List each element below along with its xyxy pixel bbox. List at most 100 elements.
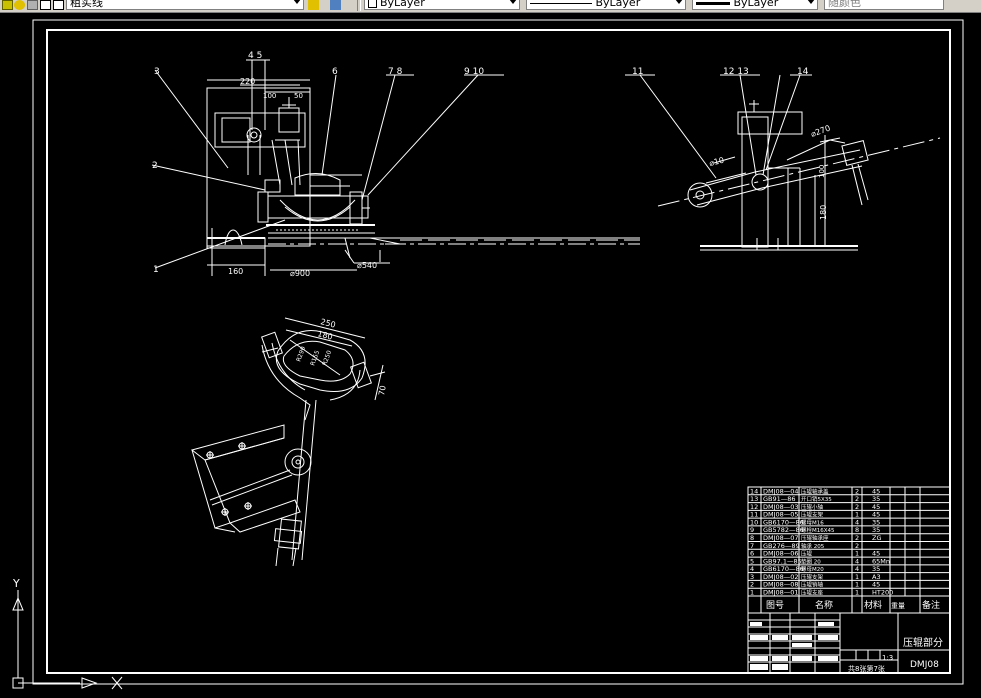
bom-row-name: 开口销5X35	[801, 495, 832, 503]
ucs-icon	[12, 590, 123, 690]
part-name: 压辊部分	[903, 636, 943, 649]
bom-row-number: 5	[750, 557, 754, 565]
bom-row-qty: 1	[855, 573, 859, 581]
bom-row-name: 压辊销轴	[801, 581, 824, 589]
bom-row-number: 12	[750, 503, 758, 511]
color-swatch-icon	[368, 0, 377, 8]
title-block-text: 压辊部分 DMJ08 1:3 共8张第7张	[848, 636, 943, 673]
side-view	[625, 74, 941, 251]
chevron-down-icon	[509, 0, 517, 4]
bom-row-material: 45	[872, 581, 880, 589]
callout-1: 3	[154, 67, 160, 77]
callout-4-5: 4 5	[248, 51, 262, 61]
color-square-icon[interactable]	[53, 0, 64, 10]
bom-row-name: 压辊支架	[801, 511, 824, 519]
bom-row-code: GB5782—86	[763, 526, 804, 534]
sheet-info: 共8张第7张	[848, 664, 885, 673]
drawing-canvas[interactable]: 3 2 1 4 5 6 7 8 9 10 11 12 13 14 220 100…	[0, 13, 981, 698]
bom-row-qty: 2	[855, 503, 859, 511]
dim-r290: R290	[295, 345, 307, 362]
callout-11: 11	[632, 67, 643, 77]
bom-row-material: 35	[872, 518, 880, 526]
bom-row-number: 10	[750, 518, 758, 526]
bom-row-material: A3	[872, 573, 881, 581]
bom-row-qty: 1	[855, 511, 859, 519]
dim-180-side: 180	[819, 205, 828, 220]
bom-header-name: 名称	[815, 599, 833, 611]
bom-header-note: 备注	[922, 599, 940, 611]
bom-row-code: DMJ08—03	[763, 503, 799, 511]
bom-row-qty: 8	[855, 526, 859, 534]
plotstyle-value: 随颜色	[828, 0, 861, 9]
callout-3: 1	[153, 265, 159, 275]
linetype-value: ByLayer	[595, 0, 641, 9]
bom-row-name: 垫圈 20	[801, 557, 821, 565]
callout-7-8: 7 8	[388, 67, 403, 77]
bom-row-code: GB97.1—85	[763, 557, 802, 565]
outer-frame	[32, 19, 964, 685]
lineweight-dropdown[interactable]: ByLayer	[692, 0, 818, 10]
callout-9-10: 9 10	[464, 67, 484, 77]
bom-row-number: 7	[750, 542, 754, 550]
bom-row-name: 压辊小轴	[801, 503, 824, 511]
title-block-fills	[750, 622, 838, 670]
bom-row-name: 压辊支座	[801, 589, 824, 597]
bom-row-material: 45	[872, 503, 880, 511]
bom-header-weight: 重量	[891, 602, 905, 610]
layer-value: 粗实线	[70, 0, 103, 9]
bom-row-number: 8	[750, 534, 754, 542]
bom-row-qty: 1	[855, 581, 859, 589]
color-square-icon[interactable]	[40, 0, 51, 10]
bom-row-material: 35	[872, 565, 880, 573]
bom-row-code: GB276—89	[763, 542, 800, 550]
bom-row-number: 11	[750, 511, 758, 519]
bom-row-name: 压辊支架	[801, 573, 824, 581]
color-value: ByLayer	[380, 0, 425, 9]
dim-100-side: 100	[818, 165, 826, 178]
bom-table	[747, 486, 951, 614]
bom-row-name: 螺母M20	[801, 565, 824, 573]
bom-row-code: DMJ08—07	[763, 534, 799, 542]
drawing-number: DMJ08	[910, 660, 939, 670]
layer-icon[interactable]	[2, 0, 13, 10]
bom-row-number: 2	[750, 581, 754, 589]
bom-row-qty: 2	[855, 542, 859, 550]
ucs-y-label: Y	[12, 577, 20, 590]
dim-50: 50	[294, 92, 303, 100]
title-block	[747, 612, 951, 674]
dim-160: 160	[228, 267, 243, 276]
dim-220: 220	[240, 77, 255, 86]
callout-6: 6	[332, 67, 338, 77]
dim-250: 250	[320, 317, 337, 329]
bom-row-code: DMJ08—04	[763, 487, 799, 495]
top-view	[190, 317, 386, 567]
bom-row-material: 45	[872, 511, 880, 519]
color-dropdown[interactable]: ByLayer	[364, 0, 520, 10]
bom-row-qty: 2	[855, 534, 859, 542]
layer-previous-icon[interactable]	[330, 0, 341, 10]
bom-row-qty: 1	[855, 589, 859, 597]
bom-row-code: GB91—86	[763, 495, 796, 503]
bom-row-qty: 4	[855, 557, 859, 565]
dim-180-top: 180	[317, 329, 334, 341]
dim-900: ⌀900	[290, 269, 310, 278]
lock-icon[interactable]	[27, 0, 38, 10]
ucs-labels: Y	[12, 577, 20, 590]
make-current-icon[interactable]	[308, 0, 319, 10]
sun-icon[interactable]	[14, 0, 25, 10]
inner-frame	[46, 29, 951, 674]
bom-row-qty: 4	[855, 518, 859, 526]
bom-row-material: 45	[872, 487, 880, 495]
layer-dropdown[interactable]: 粗实线	[66, 0, 304, 10]
scale: 1:3	[882, 654, 893, 662]
bom-row-name: 压辊轴承座	[801, 534, 829, 542]
bom-row-qty: 2	[855, 487, 859, 495]
dim-270: ⌀270	[810, 124, 832, 139]
bom-row-number: 9	[750, 526, 754, 534]
plotstyle-dropdown[interactable]: 随颜色	[824, 0, 944, 10]
chevron-down-icon	[293, 0, 301, 4]
cad-drawing: 3 2 1 4 5 6 7 8 9 10 11 12 13 14 220 100…	[12, 19, 964, 690]
linetype-dropdown[interactable]: ByLayer	[526, 0, 686, 10]
bom-row-number: 13	[750, 495, 758, 503]
bom-row-material: 35	[872, 526, 880, 534]
